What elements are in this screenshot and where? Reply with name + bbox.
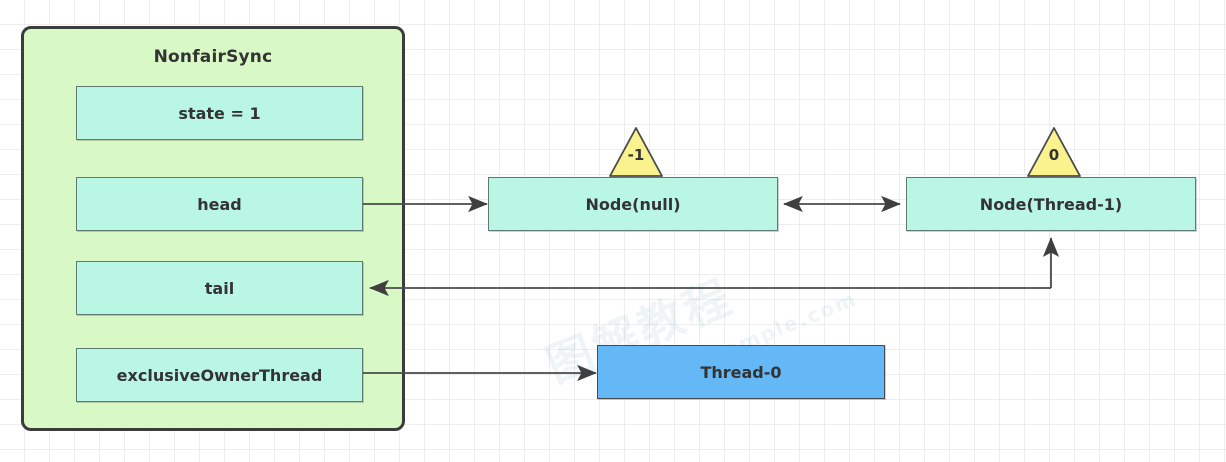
field-tail[interactable]: tail: [76, 261, 363, 315]
wait-status-label-node-null: -1: [627, 146, 645, 164]
wait-status-triangle-node-thread-1: 0: [1026, 126, 1082, 178]
node-thread-1-box[interactable]: Node(Thread-1): [906, 177, 1196, 231]
node-null-label: Node(null): [585, 194, 681, 214]
wait-status-triangle-node-null: -1: [608, 126, 664, 178]
field-head-label: head: [197, 194, 242, 214]
node-thread-1-label: Node(Thread-1): [979, 194, 1123, 214]
field-exclusive-owner-thread-label: exclusiveOwnerThread: [116, 365, 323, 385]
field-state-label: state = 1: [178, 103, 261, 123]
nonfair-sync-title: NonfairSync: [153, 47, 273, 67]
field-head[interactable]: head: [76, 177, 363, 231]
field-tail-label: tail: [204, 278, 235, 298]
connector-node-thread-to-tail: [369, 237, 1060, 297]
thread-zero-box[interactable]: Thread-0: [597, 345, 885, 399]
field-exclusive-owner-thread[interactable]: exclusiveOwnerThread: [76, 348, 363, 402]
wait-status-label-node-thread-1: 0: [1048, 146, 1060, 164]
thread-zero-label: Thread-0: [700, 362, 782, 382]
field-state[interactable]: state = 1: [76, 86, 363, 140]
node-null-box[interactable]: Node(null): [488, 177, 778, 231]
